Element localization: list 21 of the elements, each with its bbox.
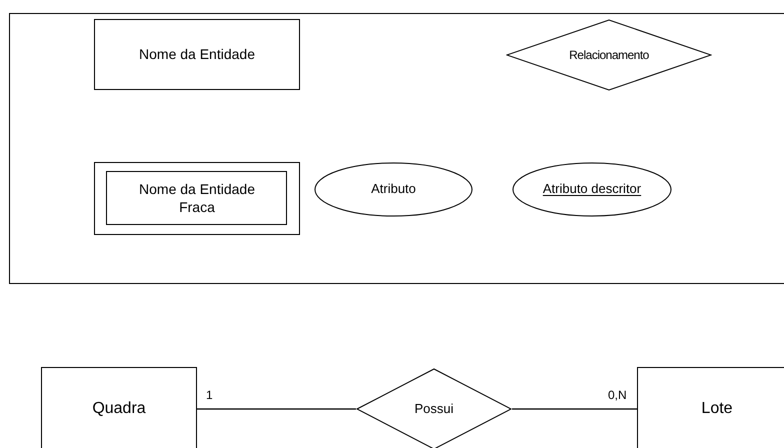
node-label: Atributo descritor (542, 181, 642, 198)
node-label: Nome da Entidade Fraca (138, 181, 256, 216)
node-label: Quadra (91, 399, 147, 419)
cardinality-label: 0,N (607, 389, 628, 401)
attribute-ellipse (512, 162, 672, 217)
connector-line (197, 408, 356, 410)
node-label: Lote (700, 399, 734, 419)
entity-box (41, 367, 197, 448)
cardinality-label: 1 (205, 389, 214, 401)
relationship-diamond (356, 368, 512, 448)
node-label: Possui (413, 400, 455, 418)
entity-box (94, 19, 300, 90)
node-label: Nome da Entidade (138, 46, 256, 64)
weak-entity-box (94, 162, 300, 235)
relationship-diamond (506, 19, 712, 91)
node-label: Relacionamento (568, 48, 650, 62)
attribute-ellipse (314, 162, 473, 217)
entity-box (637, 367, 784, 448)
legend-frame (9, 13, 784, 284)
node-label: Atributo (370, 181, 417, 198)
connector-line (512, 408, 637, 410)
